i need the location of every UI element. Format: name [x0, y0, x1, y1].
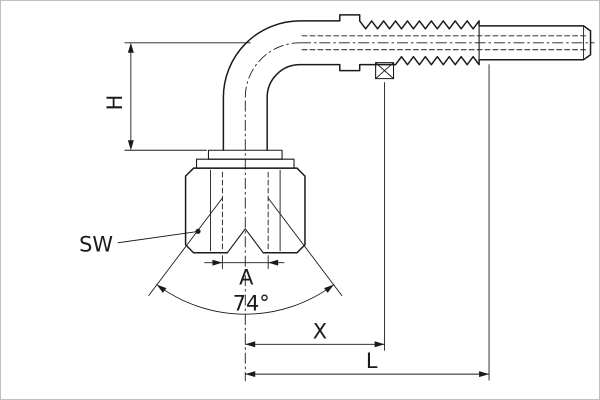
arrowhead-x-right — [374, 341, 385, 348]
centerlines — [244, 42, 595, 382]
centerline-bend — [244, 42, 301, 98]
arrowhead-h-top — [127, 42, 134, 53]
dim-label-h: H — [103, 95, 127, 111]
o-ring — [375, 62, 395, 80]
dim-label-a: A — [239, 266, 254, 290]
fitting-profile — [222, 14, 592, 151]
arrowhead-l-right — [479, 371, 490, 378]
dimensions — [117, 42, 490, 381]
fitting-geometry — [148, 14, 592, 296]
arrowhead-arc-left — [156, 284, 167, 293]
arrowhead-a-right — [268, 259, 279, 266]
arrowhead-h-bottom — [127, 140, 134, 151]
sw-leader-dot — [195, 228, 201, 234]
cone-flank-left — [148, 197, 223, 296]
dimension-labels: H SW A 74° X L — [79, 95, 378, 374]
dim-label-sw: SW — [79, 233, 113, 257]
arrowhead-l-left — [245, 371, 256, 378]
cone-flank-right — [267, 197, 343, 296]
o-ring-crosshatch-2 — [375, 62, 394, 80]
dim-label-l: L — [366, 349, 378, 373]
hex-nut-outline — [184, 167, 306, 254]
sw-leader-line — [117, 231, 196, 244]
cone-angle-arc — [156, 284, 335, 315]
cone-seat — [226, 228, 264, 254]
arrowhead-arc-right — [324, 284, 334, 293]
arrowhead-a-left — [212, 259, 223, 266]
arrowhead-x-left — [245, 341, 256, 348]
cone-angle-label: 74° — [233, 291, 270, 315]
dim-label-x: X — [313, 319, 327, 343]
